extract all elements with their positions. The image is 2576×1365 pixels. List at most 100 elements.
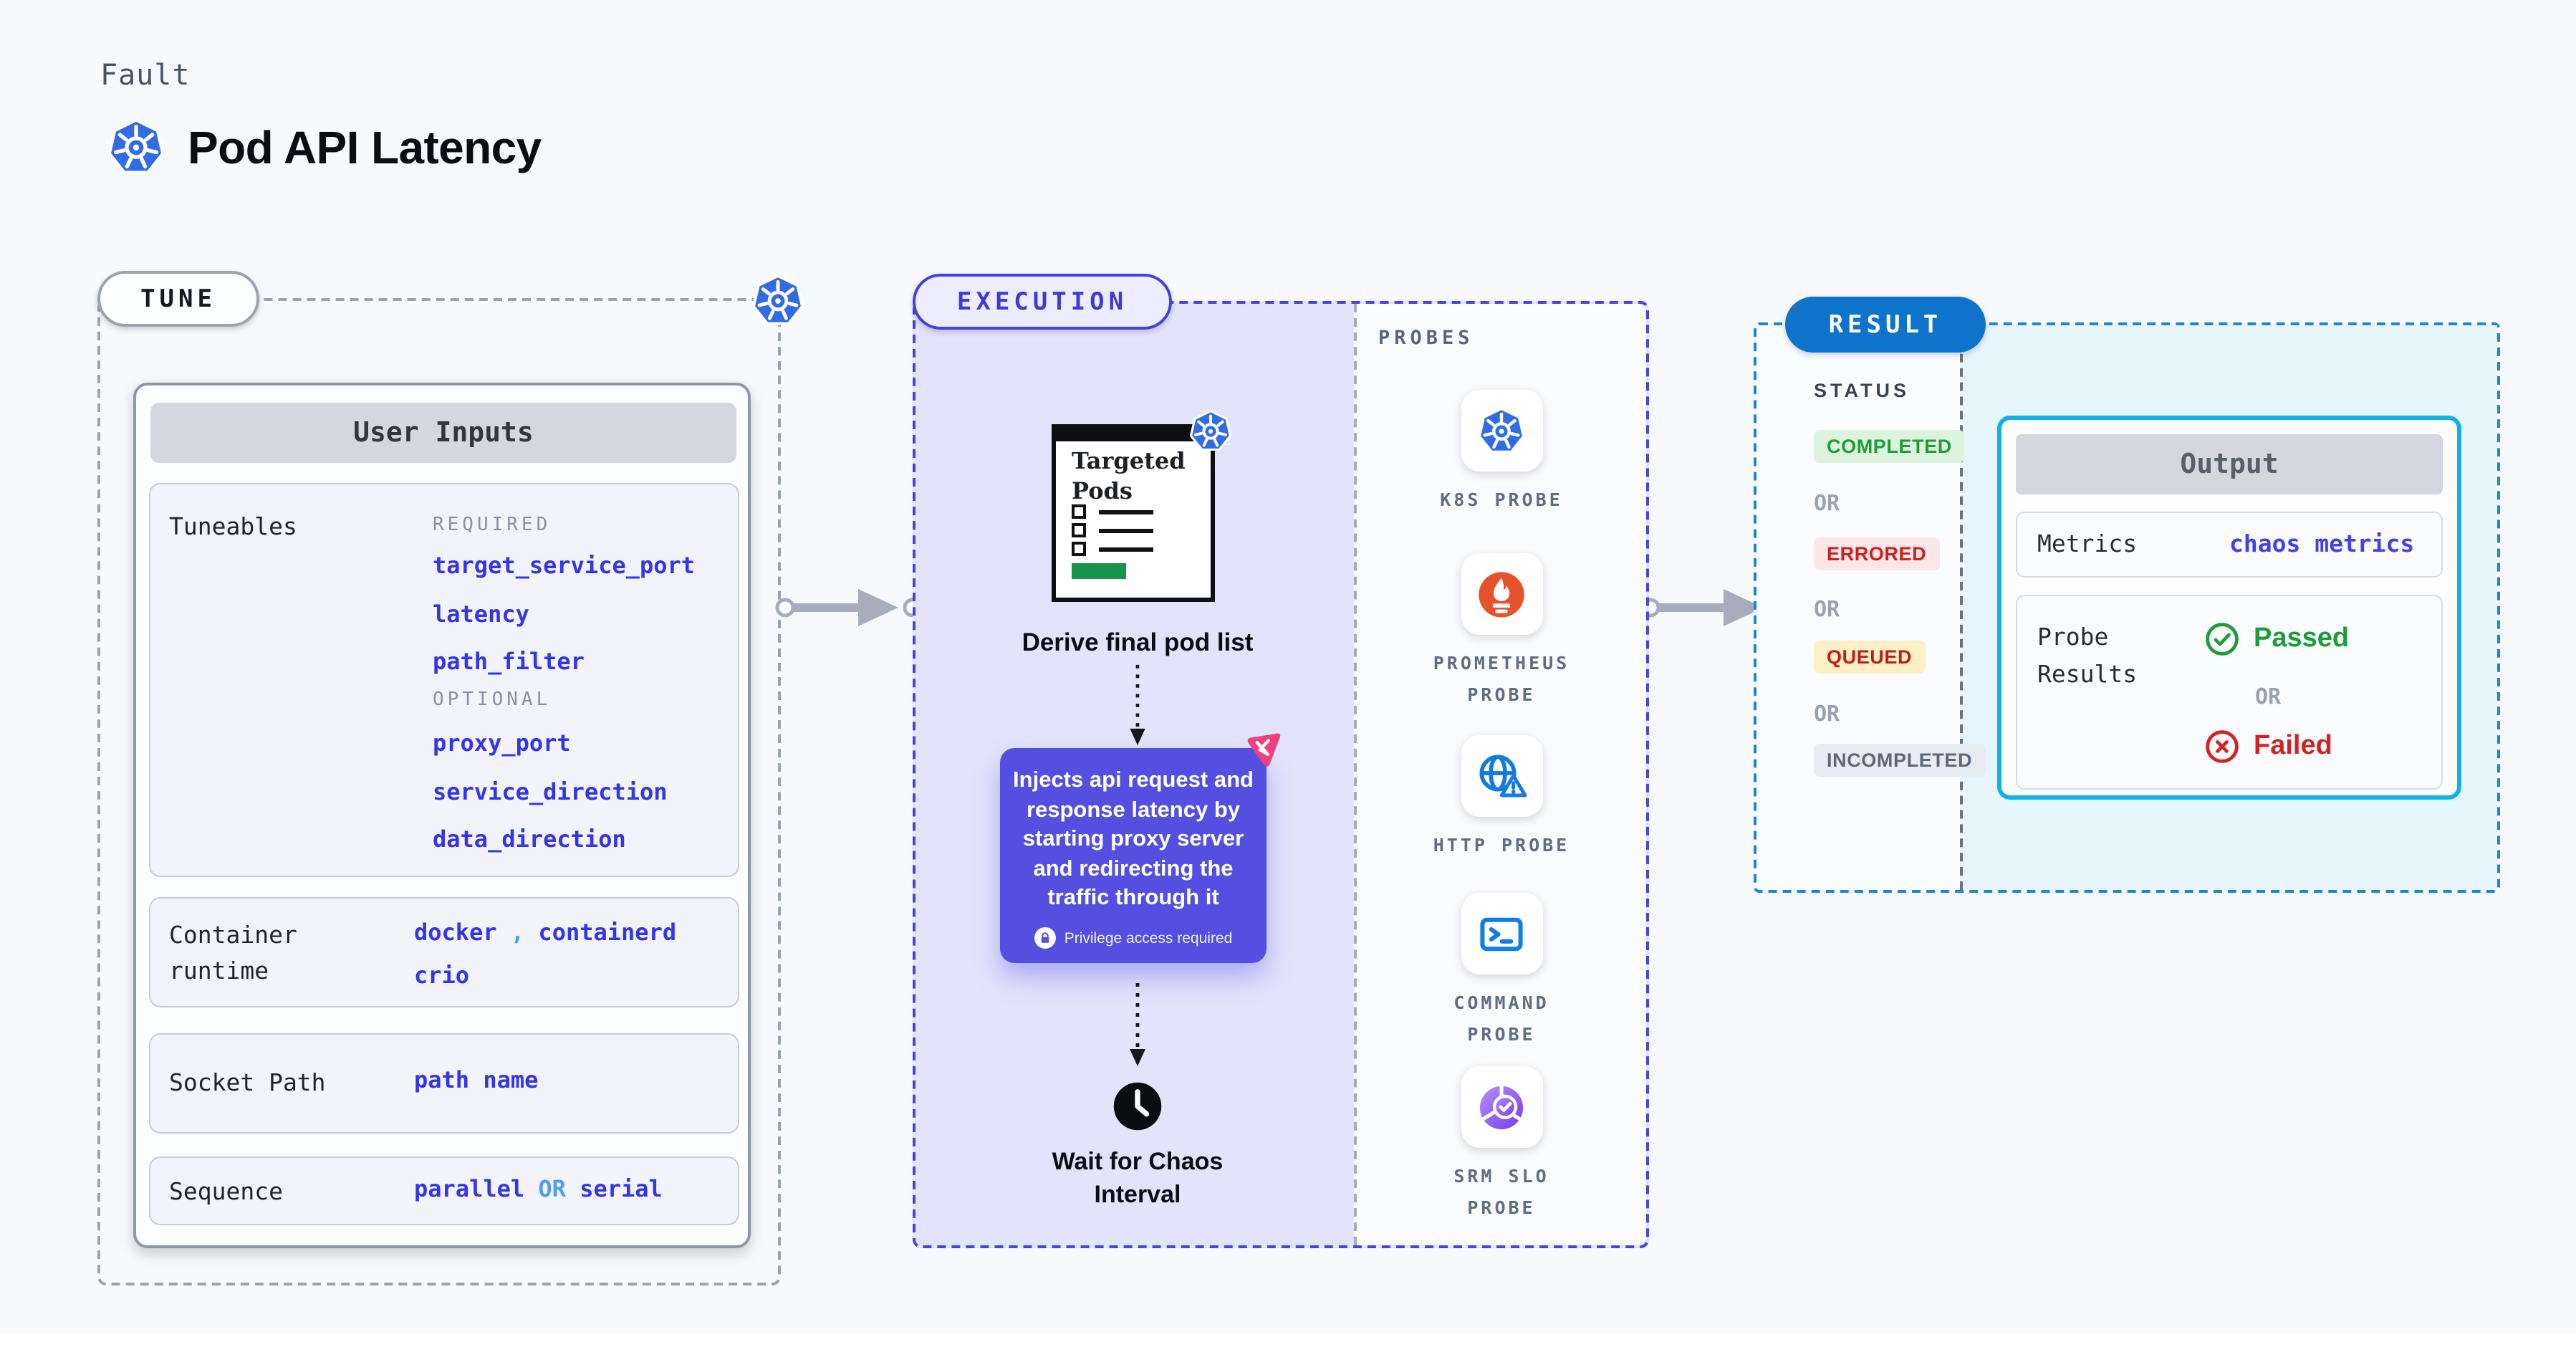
sequence-serial: serial (580, 1175, 663, 1202)
inject-note: Injects api request and response latency… (1013, 768, 1254, 911)
prometheus-icon (1474, 567, 1529, 621)
sequence-values: parallel OR serial (414, 1175, 663, 1202)
sequence-or: OR (538, 1175, 566, 1202)
runtime-docker: docker (414, 919, 497, 946)
probe-results-label: Probe Results (2037, 623, 2138, 688)
terminal-icon (1474, 906, 1529, 961)
down-dotted-arrow (1126, 977, 1149, 1072)
user-inputs-card: User Inputs Tuneables REQUIRED target_se… (133, 383, 751, 1248)
tune-to-execution-arrow (775, 585, 924, 631)
probes-heading: PROBES (1378, 327, 1474, 350)
status-badge-queued: QUEUED (1814, 641, 1926, 674)
output-card: Output Metrics chaos metrics Probe Resul… (1997, 416, 2461, 800)
user-inputs-title: User Inputs (150, 403, 736, 463)
passed-label: Passed (2254, 623, 2350, 653)
socket-path-row: Socket Path path name (149, 1033, 739, 1134)
chaos-pink-icon (1241, 729, 1285, 774)
kubernetes-icon (1186, 407, 1235, 456)
socket-path-value: path name (414, 1066, 539, 1093)
tuneable-item: target_service_port (433, 552, 696, 579)
sequence-label: Sequence (169, 1178, 283, 1205)
page-title: Pod API Latency (188, 121, 542, 173)
kubernetes-icon (748, 271, 808, 331)
sequence-row: Sequence parallel OR serial (149, 1156, 739, 1225)
passed-verdict: Passed (2203, 621, 2349, 658)
container-runtime-label: Container runtime (169, 921, 297, 985)
probe-label: SRM SLO PROBE (1453, 1165, 1549, 1218)
optional-heading: OPTIONAL (433, 689, 552, 711)
status-badge-incompleted: INCOMPLETED (1814, 744, 1986, 777)
failed-verdict: Failed (2203, 728, 2332, 765)
failed-label: Failed (2254, 731, 2332, 761)
kubernetes-icon (103, 115, 169, 181)
comma: , (510, 919, 525, 946)
status-badge-errored: ERRORED (1814, 537, 1940, 570)
probe-item-k8s: K8S PROBE (1408, 390, 1595, 516)
tuneables-row: Tuneables REQUIRED target_service_port l… (149, 483, 739, 877)
or-label: OR (1814, 596, 1840, 622)
targeted-pods-title: Targeted Pods (1072, 447, 1186, 504)
inject-latency-card: Injects api request and response latency… (1000, 748, 1267, 964)
probe-results-row: Probe Results Passed OR Failed (2016, 595, 2443, 790)
metrics-label: Metrics (2037, 530, 2138, 557)
execution-section: EXECUTION Targeted Pods Derive final pod… (913, 274, 1649, 1248)
execution-pill: EXECUTION (913, 274, 1172, 330)
tune-pill: TUNE (97, 271, 259, 327)
socket-path-label: Socket Path (169, 1069, 326, 1096)
probe-label: HTTP PROBE (1433, 834, 1570, 856)
probe-card (1461, 893, 1542, 974)
probes-panel: PROBES K8S PROBE PROMETHEUS PROBE HTTP P… (1354, 304, 1646, 1245)
probe-label: K8S PROBE (1440, 489, 1563, 510)
container-runtime-row: Container runtime docker , containerd cr… (149, 897, 739, 1007)
privilege-badge: Privilege access required (1013, 927, 1254, 949)
tuneable-item: path_filter (433, 648, 585, 675)
wait-caption: Wait for Chaos Interval (1052, 1148, 1224, 1208)
fault-kicker: Fault (100, 57, 191, 92)
container-runtime-values: docker , containerd (414, 919, 676, 946)
probe-item-command: COMMAND PROBE (1408, 893, 1595, 1050)
probe-card (1461, 1066, 1542, 1148)
green-progress-bar (1072, 563, 1126, 579)
kubernetes-icon (1474, 403, 1529, 458)
or-label: OR (1814, 490, 1840, 516)
or-label: OR (1814, 701, 1840, 727)
tuneable-item: service_direction (433, 778, 668, 805)
metrics-value: chaos metrics (2229, 530, 2415, 557)
probe-label: COMMAND PROBE (1453, 992, 1549, 1045)
tune-section: TUNE User Inputs Tuneables REQUIRED targ… (97, 271, 781, 1285)
tuneable-item: latency (433, 600, 529, 628)
probe-item-http: HTTP PROBE (1408, 735, 1595, 861)
check-circle-icon (2203, 621, 2241, 658)
runtime-crio: crio (414, 962, 470, 989)
sequence-parallel: parallel (414, 1175, 525, 1202)
tuneable-item: data_direction (433, 825, 626, 853)
clock-icon (1110, 1079, 1165, 1134)
page-title-row: Pod API Latency (103, 115, 542, 181)
targeted-pods-card: Targeted Pods (1052, 424, 1215, 602)
or-label: OR (2255, 684, 2282, 709)
x-circle-icon (2203, 728, 2241, 765)
card-title-bar (1052, 424, 1215, 441)
probe-card (1461, 553, 1542, 635)
probe-card (1461, 735, 1542, 817)
metrics-row: Metrics chaos metrics (2016, 512, 2443, 578)
probe-item-prometheus: PROMETHEUS PROBE (1408, 553, 1595, 711)
probe-item-srm-slo: SRM SLO PROBE (1408, 1066, 1595, 1224)
result-pill: RESULT (1785, 297, 1986, 353)
tuneables-label: Tuneables (169, 513, 297, 540)
result-section: RESULT STATUS COMPLETED OR ERRORED OR QU… (1754, 297, 2500, 893)
required-heading: REQUIRED (433, 514, 552, 536)
runtime-containerd: containerd (538, 919, 677, 946)
status-heading: STATUS (1814, 380, 1910, 401)
lock-icon (1034, 927, 1056, 949)
output-title: Output (2016, 434, 2443, 494)
bottom-strip (0, 1334, 2576, 1365)
probe-label: PROMETHEUS PROBE (1433, 652, 1570, 705)
tuneable-item: proxy_port (433, 729, 571, 757)
globe-warning-icon (1473, 747, 1530, 805)
down-dotted-arrow (1126, 662, 1149, 748)
status-badge-completed: COMPLETED (1814, 430, 1965, 463)
slo-pie-check-icon (1474, 1080, 1529, 1134)
privilege-label: Privilege access required (1064, 929, 1233, 947)
